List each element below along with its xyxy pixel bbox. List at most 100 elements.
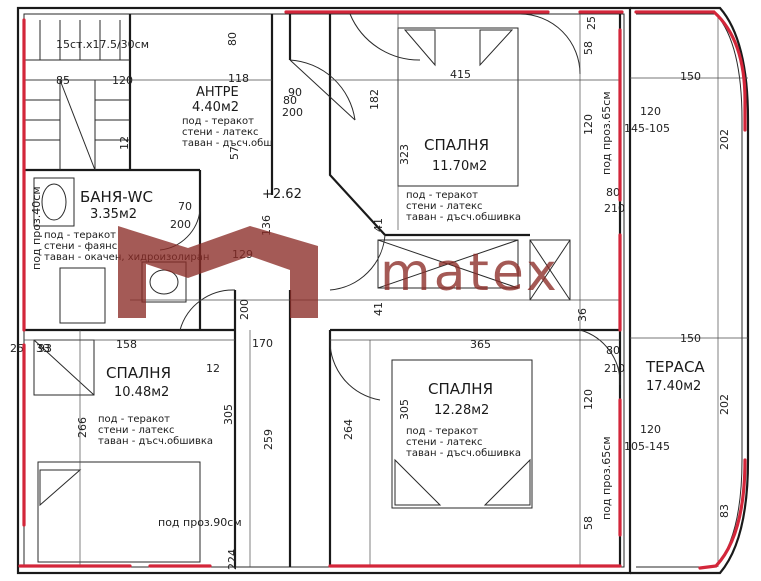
dim-415: 415 [450,68,471,81]
dim-120-a: 120 [582,114,595,135]
room-bed-sw-walls: стени - латекс [98,425,175,436]
door-bedroom-sw [179,289,236,331]
room-terrace-area: 17.40м2 [646,379,701,394]
dim-120-c: 120 [640,105,661,118]
dim-323: 323 [398,144,411,165]
watermark-logo-icon [118,226,318,318]
dim-202-top: 202 [718,129,731,150]
dim-12-a: 12 [118,136,131,150]
dim-150-bottom: 150 [680,332,701,345]
dim-210-b: 210 [604,362,625,375]
room-bed-ne-floor: под - теракот [406,190,478,201]
dim-80-d: 80 [283,94,297,107]
dim-58-bottom: 58 [582,516,595,530]
dim-264: 264 [342,419,355,440]
level-mark: +2.62 [262,187,302,202]
door-terrace-south [579,329,621,386]
dim-210-a: 210 [604,202,625,215]
door-bedroom-ne [349,13,421,61]
room-bed-se-walls: стени - латекс [406,437,483,448]
dim-365: 365 [470,338,491,351]
bathtub [33,177,75,227]
door-terrace-north [519,13,581,75]
dim-202-bottom: 202 [718,394,731,415]
dim-93: 93 [38,342,52,355]
dim-120-e: 120 [112,74,133,87]
dim-145-105: 145-105 [624,122,670,135]
note-sill-65-bottom: под проз.65см [600,436,613,520]
room-terrace-name: ТЕРАСА [645,358,705,376]
bed-sw [37,461,201,563]
dim-25-left: 25 [10,342,24,355]
dim-90: 90 [288,86,302,99]
dim-41-b: 41 [372,302,385,316]
dim-70: 70 [178,200,192,213]
dim-105-145: 105-145 [624,440,670,453]
room-bed-se-area: 12.28м2 [434,403,489,418]
dim-200-b: 200 [238,299,251,320]
dim-80-c: 80 [226,32,239,46]
door-bedroom-se [329,339,381,401]
dim-57: 57 [228,146,241,160]
dimension-lines [24,14,748,567]
dim-305-sw: 305 [222,404,235,425]
room-bed-ne-area: 11.70м2 [432,159,487,174]
room-bed-se-floor: под - теракот [406,426,478,437]
stairs-note: 15ст.х17.5/30см [56,38,149,51]
room-bath-floor: под - теракот [44,230,116,241]
room-bed-ne-name: СПАЛНЯ [424,136,489,154]
dim-120-b: 120 [582,389,595,410]
doors [159,13,621,401]
room-bed-ne-walls: стени - латекс [406,201,483,212]
room-labels: АНТРЕ 4.40м2 под - теракот стени - латек… [44,85,705,459]
room-bed-ne-ceiling: таван - дъсч.обшивка [406,212,521,223]
door-antre [289,59,356,121]
note-sill-65-top: под проз.65см [600,91,613,175]
room-bed-se-ceiling: таван - дъсч.обшивка [406,448,521,459]
terrace-outline [630,6,750,575]
shower [59,267,106,324]
room-antre-name: АНТРЕ [196,85,239,100]
dim-80-b: 80 [606,344,620,357]
dim-266: 266 [76,417,89,438]
dimension-labels: 415 365 150 150 202 202 323 305 305 266 … [10,16,731,570]
dim-33: 33 [36,342,50,355]
bed-se [391,359,533,509]
room-antre-floor: под - теракот [182,116,254,127]
built-in-closet [377,239,519,289]
room-antre-area: 4.40м2 [192,100,239,115]
dim-158: 158 [116,338,137,351]
room-antre-ceiling: таван - дъсч.обш [182,138,272,149]
dim-224: 224 [226,549,239,570]
room-bed-sw-ceiling: таван - дъсч.обшивка [98,436,213,447]
dim-120-d: 120 [640,423,661,436]
room-bed-sw-area: 10.48м2 [114,385,169,400]
dim-41-a: 41 [372,218,385,232]
dim-36: 36 [576,308,589,322]
dim-83: 83 [718,504,731,518]
dim-80-a: 80 [606,186,620,199]
dim-259: 259 [262,429,275,450]
window-notes: под проз.90см под проз.40см под проз.65с… [30,91,613,529]
dim-170: 170 [252,337,273,350]
note-sill-40: под проз.40см [30,186,43,270]
outer-wall [16,6,632,575]
room-bath-walls: стени - фаянс [44,241,117,252]
room-bed-sw-name: СПАЛНЯ [106,364,171,382]
watermark: matex [118,226,560,318]
bedroom-ne-west-wall [328,14,386,236]
dim-58-top: 58 [582,41,595,55]
dim-150-top: 150 [680,70,701,83]
room-bed-se-name: СПАЛНЯ [428,380,493,398]
dim-200-a: 200 [282,106,303,119]
dim-200-c: 200 [170,218,191,231]
dim-25-top: 25 [585,16,598,30]
dim-182: 182 [368,89,381,110]
room-bath-name: БАНЯ-WC [80,188,153,206]
red-highlights [18,10,747,570]
room-bed-sw-floor: под - теракот [98,414,170,425]
note-sill-90: под проз.90см [158,516,242,529]
watermark-text: matex [380,243,560,303]
room-antre-walls: стени - латекс [182,127,259,138]
